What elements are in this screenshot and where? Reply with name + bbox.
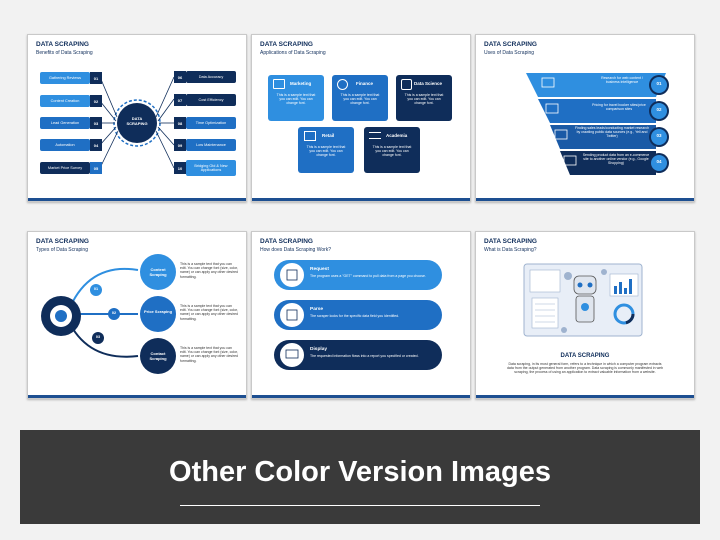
slide-subtitle: Benefits of Data Scraping [36,50,93,56]
benefit-num-08: 08 [174,117,186,129]
use-item-num: 01 [656,81,662,86]
type-text: This is a sample text that you can edit.… [180,304,238,321]
steps-diagram [274,260,442,370]
use-item-text: Pricing for travel booker sites/price co… [592,103,646,112]
application-card-retail: Retail This is a sample text that you ca… [298,127,354,173]
use-item-num: 02 [656,107,662,112]
benefit-item-08: Time Optimization [186,117,236,129]
type-label: Contact Scraping [149,351,167,361]
slide-footer-bar [476,395,694,398]
type-num: 01 [93,287,99,291]
slide-title: DATA SCRAPING [484,41,537,48]
slide-footer-bar [28,198,246,201]
banner-divider [180,505,540,506]
database-icon [401,79,412,90]
slide-footer-bar [252,395,470,398]
benefit-num-03: 03 [90,117,102,129]
slide-subtitle: What is Data Scraping? [484,247,537,253]
slide-footer-bar [252,198,470,201]
application-card-finance: Finance This is a sample text that you c… [332,75,388,121]
benefit-num-02: 02 [90,95,102,107]
slide-footer-bar [476,198,694,201]
color-versions-banner: Other Color Version Images [20,430,700,524]
card-text: This is a sample text that you can edit.… [404,93,444,106]
application-card-marketing: Marketing This is a sample text that you… [268,75,324,121]
robot-illustration [523,263,643,337]
card-label: Data Science [414,81,443,86]
benefit-num-09: 09 [174,139,186,151]
card-text: This is a sample text that you can edit.… [340,93,380,106]
benefit-num-05: 05 [90,162,102,174]
application-card-data-science: Data Science This is a sample text that … [396,75,452,121]
slide-title: DATA SCRAPING [36,41,89,48]
funnel-diagram [526,73,669,175]
slide-subtitle: Applications of Data Scraping [260,50,326,56]
benefit-num-06: 06 [174,71,186,83]
slide-types[interactable]: DATA SCRAPING Types of Data Scraping 01 … [27,231,247,399]
type-num: 02 [111,311,117,315]
slide-applications[interactable]: DATA SCRAPING Applications of Data Scrap… [251,34,471,202]
slide-title: DATA SCRAPING [484,238,537,245]
slide-title: DATA SCRAPING [260,238,313,245]
card-label: Marketing [290,81,312,86]
step-label: Parse [310,307,324,312]
slide-what-is[interactable]: DATA SCRAPING What is Data Scraping? DAT… [475,231,695,399]
benefit-item-03: Lead Generation [40,117,90,129]
use-item-text: Sending product data from an e-commerce … [582,153,650,166]
benefits-diagram [99,76,175,169]
step-label: Display [310,347,328,352]
coin-icon [337,79,348,90]
slide-subtitle: Types of Data Scraping [36,247,88,253]
application-card-academia: Academia This is a sample text that you … [364,127,420,173]
section-heading: DATA SCRAPING [560,353,610,359]
use-item-text: Research for web content / business inte… [601,76,643,85]
step-text: The scraper looks for the specific data … [310,314,400,318]
slide-footer-bar [28,395,246,398]
banner-title: Other Color Version Images [169,456,551,488]
card-text: This is a sample text that you can edit.… [276,93,316,106]
card-text: This is a sample text that you can edit.… [306,145,346,158]
store-icon [304,131,316,141]
type-num: 03 [95,335,101,339]
benefit-item-05: Market Price Survey [40,162,90,174]
type-label: Price Scraping [144,309,173,314]
slide-title: DATA SCRAPING [260,41,313,48]
type-label: Content Scraping [149,267,167,277]
benefit-item-09: Low Maintenance [186,139,236,151]
benefit-num-01: 01 [90,72,102,84]
benefit-item-10: Bridging Old & New Applications [186,160,236,176]
use-item-num: 04 [656,159,662,164]
type-text: This is a sample text that you can edit.… [180,346,238,363]
graduation-cap-icon [369,132,381,139]
card-text: This is a sample text that you can edit.… [372,145,412,158]
benefit-item-06: Data Accuracy [186,71,236,83]
card-label: Academia [386,133,408,138]
monitor-icon [273,79,285,89]
card-label: Retail [322,133,335,138]
benefit-item-04: Automation [40,139,90,151]
slide-how-it-works[interactable]: DATA SCRAPING How does Data Scraping Wor… [251,231,471,399]
slide-uses[interactable]: DATA SCRAPING Uses of Data Scraping Rese… [475,34,695,202]
type-text: This is a sample text that you can edit.… [180,262,238,279]
step-text: The program uses a "GET" command to pull… [310,274,426,278]
use-item-text: Finding sales leads/conducting market re… [574,126,650,139]
slide-title: DATA SCRAPING [36,238,89,245]
step-label: Request [310,267,329,272]
slide-subtitle: How does Data Scraping Work? [260,247,332,253]
card-label: Finance [356,81,374,86]
benefit-item-01: Gathering Reviews [40,72,90,84]
benefit-num-04: 04 [90,139,102,151]
types-diagram [41,254,176,374]
center-label: DATA SCRAPING [126,116,148,126]
slide-benefits[interactable]: DATA SCRAPING Benefits of Data Scraping … [27,34,247,202]
benefit-item-07: Cost Efficiency [186,94,236,106]
benefit-num-10: 10 [174,162,186,174]
benefit-num-07: 07 [174,94,186,106]
slide-subtitle: Uses of Data Scraping [484,50,535,56]
use-item-num: 03 [656,133,662,138]
step-text: The requested information flows into a r… [310,354,419,358]
definition-text: Data scraping, in its most general form,… [506,362,664,375]
benefit-item-02: Content Creation [40,95,90,107]
